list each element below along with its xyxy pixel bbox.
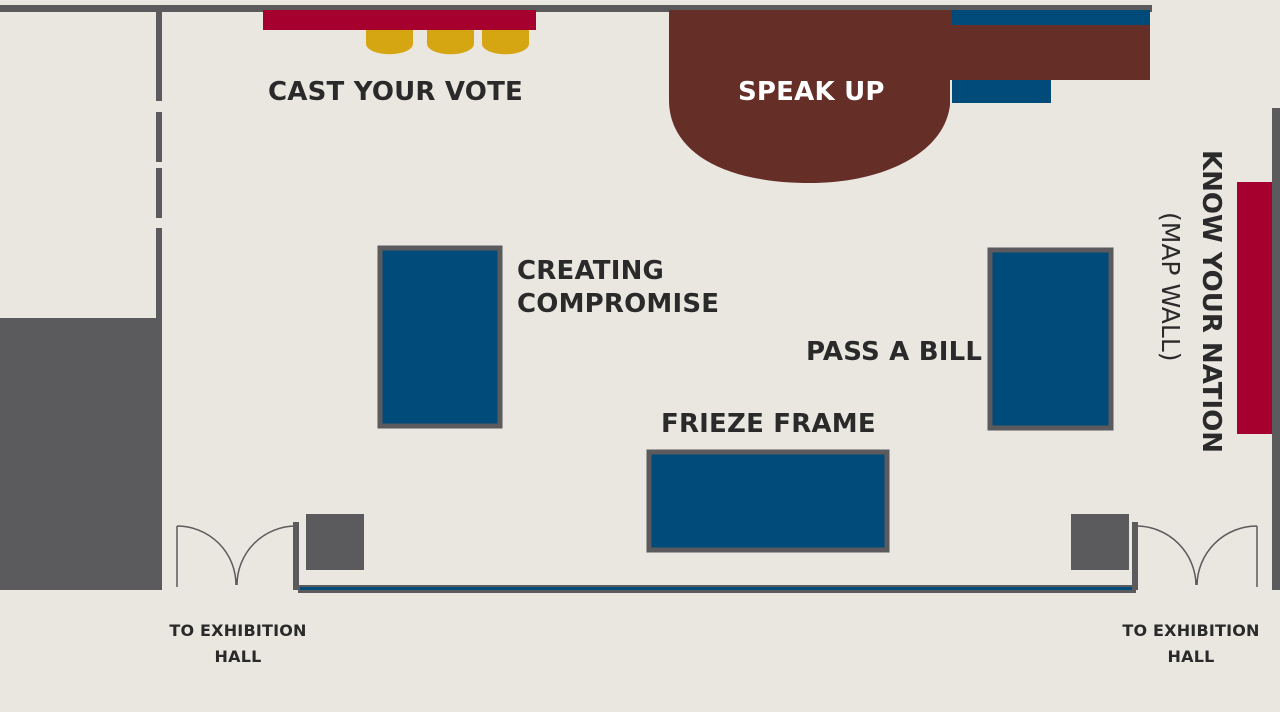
exit-right-line2: HALL [1167,646,1215,666]
exit-right-line1: TO EXHIBITION [1122,621,1260,640]
cast-your-vote-label: CAST YOUR VOTE [268,77,523,107]
vote-seat [366,30,413,55]
exit-left-line2: HALL [214,646,262,666]
left-corner-block [306,514,364,570]
right-door [1135,525,1258,587]
bottom-wall-trim [300,587,1134,590]
right-corner-block [1071,514,1129,570]
map-wall [1237,182,1272,434]
vote-seat [427,30,474,55]
left-wall-mid [156,112,162,162]
top-wall [0,5,1152,12]
pass-a-bill-table [987,247,1114,431]
left-door [176,525,297,587]
vote-seat [482,30,529,55]
frieze-frame-label: FRIEZE FRAME [661,409,876,439]
creating-compromise-line1: CREATING [517,256,665,286]
left-wall-upper [156,5,162,101]
speak-up-label: SPEAK UP [738,77,885,107]
creating-compromise-table [377,245,503,429]
left-side-wall [0,318,162,324]
speak-up-screen-top [952,10,1150,25]
creating-compromise-label: CREATING COMPROMISE [517,255,719,320]
left-wall-lower [156,168,162,218]
right-door-jamb [1132,522,1138,590]
map-wall-label: (MAP WALL) [1156,212,1185,362]
frieze-frame-table [646,449,890,553]
right-wall [1272,108,1280,590]
vote-station-bar [263,10,536,30]
pass-a-bill-label: PASS A BILL [806,337,983,367]
speak-up-screen-bottom [952,80,1051,103]
exit-left-line1: TO EXHIBITION [169,621,307,640]
creating-compromise-line2: COMPROMISE [517,288,720,319]
exit-right-label: TO EXHIBITION HALL [1115,618,1267,669]
left-door-jamb [293,522,299,590]
know-your-nation-label: KNOW YOUR NATION [1196,150,1226,454]
speak-up-stage [669,10,1150,183]
exit-left-label: TO EXHIBITION HALL [162,618,314,669]
left-storage-block [0,322,162,590]
